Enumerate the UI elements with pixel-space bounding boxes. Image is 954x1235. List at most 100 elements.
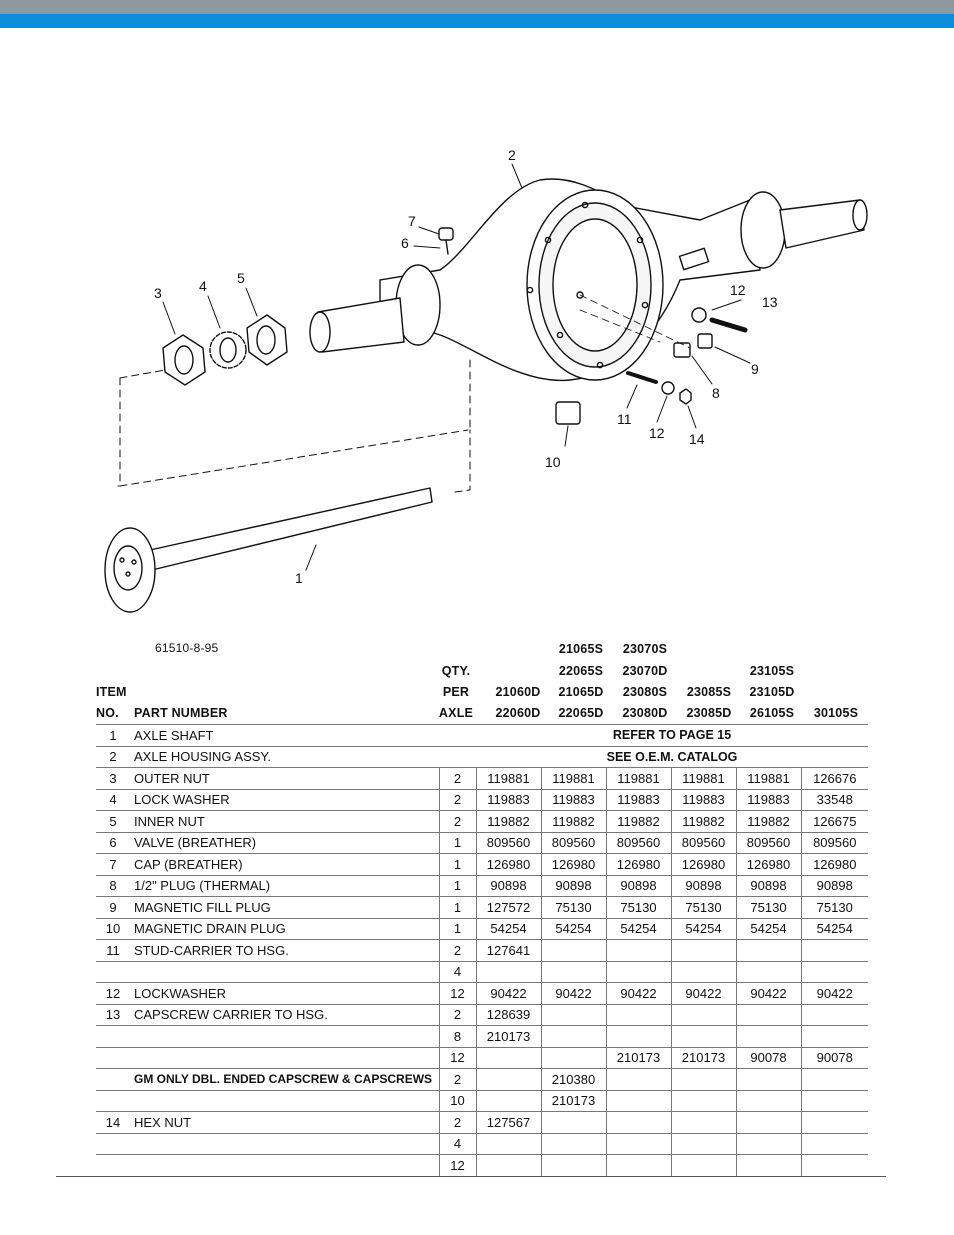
header-qty-line3: AXLE <box>438 706 474 720</box>
callout-12b: 12 <box>649 425 665 441</box>
part-number-value-cell <box>670 961 736 983</box>
part-number-value-cell <box>800 1154 869 1177</box>
part-number-cell <box>130 1154 439 1177</box>
callout-14: 14 <box>689 431 705 447</box>
part-number-value-cell: 119881 <box>475 767 541 790</box>
part-number-value-cell: 127567 <box>475 1111 541 1134</box>
callout-7: 7 <box>408 213 416 229</box>
part-number-cell: LOCKWASHER <box>130 982 439 1005</box>
part-number-value-cell <box>605 961 671 983</box>
header-bar-gray <box>0 0 954 14</box>
part-number-value-cell <box>670 1004 736 1026</box>
part-number-cell: CAP (BREATHER) <box>130 853 439 876</box>
part-number-value-cell <box>800 1068 869 1091</box>
part-number-value-cell: 90078 <box>735 1047 801 1069</box>
part-number-value-cell: 90422 <box>605 982 671 1005</box>
qty-cell <box>439 746 476 768</box>
part-number-value-cell: 210173 <box>605 1047 671 1069</box>
item-no-cell: 2 <box>96 746 130 768</box>
item-no-cell: 6 <box>96 832 130 854</box>
qty-cell: 12 <box>438 1047 476 1069</box>
part-number-value-cell <box>670 1090 736 1112</box>
part-number-value-cell: 126676 <box>800 767 869 790</box>
qty-cell: 2 <box>438 810 476 833</box>
part-number-value-cell: 119881 <box>735 767 801 790</box>
part-number-cell <box>130 1047 439 1069</box>
part-number-value-cell <box>670 939 736 962</box>
header-bar-blue <box>0 14 954 28</box>
part-number-value-cell <box>670 1025 736 1048</box>
part-number-value-cell: 809560 <box>540 832 606 854</box>
callout-4: 4 <box>199 278 207 294</box>
header-qty-line2: PER <box>442 685 470 699</box>
qty-cell: 8 <box>438 1025 476 1048</box>
qty-cell: 4 <box>438 961 476 983</box>
part-number-cell: VALVE (BREATHER) <box>130 832 439 854</box>
part-number-value-cell <box>605 1068 671 1091</box>
header-model-5: 23105S <box>749 664 795 678</box>
item-no-cell: 10 <box>96 918 130 940</box>
part-number-value-cell: 75130 <box>670 896 736 919</box>
nuts-washer-drawing <box>162 314 288 386</box>
part-number-value-cell <box>735 1068 801 1091</box>
callout-5: 5 <box>237 270 245 286</box>
part-number-value-cell: 75130 <box>735 896 801 919</box>
part-number-cell <box>130 961 439 983</box>
part-number-value-cell <box>540 961 606 983</box>
exploded-axle-diagram: 2 7 6 3 4 5 12 13 9 8 11 12 14 10 1 <box>104 147 868 613</box>
header-model-6: 30105S <box>813 706 859 720</box>
callout-11: 11 <box>617 411 632 427</box>
part-number-value-cell <box>540 1111 606 1134</box>
part-number-value-cell <box>475 1154 541 1177</box>
reference-note-cell: SEE O.E.M. CATALOG <box>476 746 869 768</box>
part-number-value-cell <box>605 1154 671 1177</box>
part-number-value-cell: 809560 <box>800 832 869 854</box>
reference-note-cell: REFER TO PAGE 15 <box>476 724 869 747</box>
part-number-value-cell: 127641 <box>475 939 541 962</box>
part-number-value-cell: 126980 <box>800 853 869 876</box>
part-number-cell: GM ONLY DBL. ENDED CAPSCREW & CAPSCREWS <box>130 1068 439 1091</box>
part-number-value-cell: 54254 <box>800 918 869 940</box>
callout-13: 13 <box>762 294 778 310</box>
table-row: 4 <box>96 1133 869 1155</box>
part-number-value-cell <box>605 1133 671 1155</box>
qty-cell: 10 <box>438 1090 476 1112</box>
item-no-cell: 14 <box>96 1111 130 1134</box>
breather-drawing <box>438 227 454 255</box>
part-number-value-cell: 119882 <box>475 810 541 833</box>
header-qty-line1: QTY. <box>441 664 471 678</box>
part-number-value-cell <box>540 1004 606 1026</box>
part-number-value-cell <box>800 1025 869 1048</box>
part-number-cell: STUD-CARRIER TO HSG. <box>130 939 439 962</box>
item-no-cell: 3 <box>96 767 130 790</box>
axle-housing-drawing <box>309 178 868 382</box>
part-number-value-cell: 90422 <box>735 982 801 1005</box>
axle-shaft-drawing <box>104 487 433 613</box>
part-number-cell <box>130 1090 439 1112</box>
header-model-5: 23105D <box>749 685 795 699</box>
part-number-value-cell: 809560 <box>735 832 801 854</box>
part-number-value-cell: 119882 <box>605 810 671 833</box>
part-number-value-cell: 119883 <box>670 789 736 811</box>
part-number-value-cell <box>800 1090 869 1112</box>
part-number-value-cell: 119882 <box>670 810 736 833</box>
footer-rule <box>56 1176 886 1177</box>
header-model-2: 22065D <box>558 706 604 720</box>
part-number-cell: 1/2" PLUG (THERMAL) <box>130 875 439 897</box>
part-number-value-cell <box>605 1004 671 1026</box>
callout-12a: 12 <box>730 282 746 298</box>
header-item-line1: ITEM <box>96 685 127 699</box>
part-number-value-cell <box>670 1133 736 1155</box>
item-no-cell: 5 <box>96 810 130 833</box>
item-no-cell <box>96 1154 130 1177</box>
callout-10: 10 <box>545 454 561 470</box>
part-number-value-cell <box>800 1133 869 1155</box>
qty-cell: 1 <box>438 918 476 940</box>
item-no-cell: 9 <box>96 896 130 919</box>
item-no-cell: 13 <box>96 1004 130 1026</box>
item-no-cell <box>96 1047 130 1069</box>
part-number-value-cell: 54254 <box>670 918 736 940</box>
